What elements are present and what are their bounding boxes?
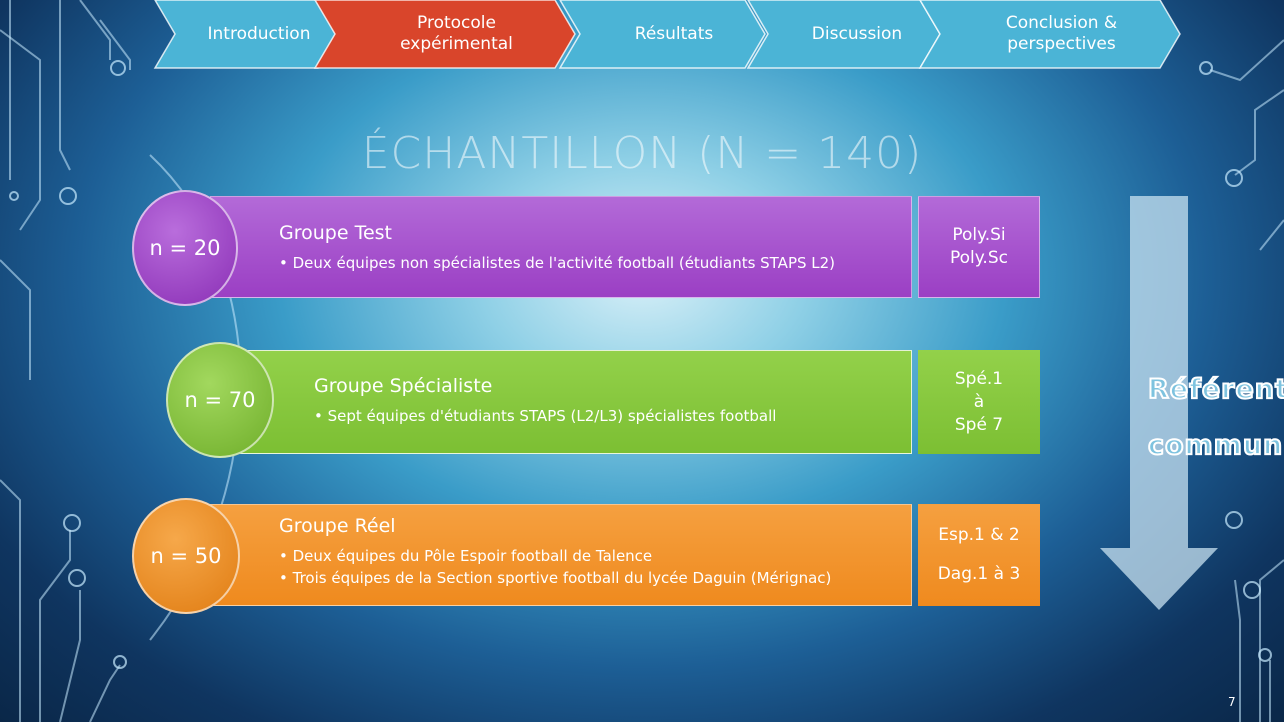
badge-line: à [973,391,985,412]
nav-label: Résultats [634,23,714,44]
nav-item-introduction[interactable]: Introduction [175,0,325,68]
group-bar-specialiste: Groupe Spécialiste Sept équipes d'étudia… [240,350,912,454]
badge-line: Spé.1 [954,368,1004,389]
group-item: Sept équipes d'étudiants STAPS (L2/L3) s… [314,405,777,427]
nav-label-line2: perspectives [1007,34,1116,54]
reference-line2: commun [1147,429,1284,462]
group-badge-specialiste: Spé.1 à Spé 7 [918,350,1040,454]
nav-label: Discussion [811,23,903,44]
group-bar-reel: Groupe Réel Deux équipes du Pôle Espoir … [210,504,912,606]
nav-shape-protocole [313,0,576,69]
group-badge-reel: Esp.1 & 2 Dag.1 à 3 [918,504,1040,606]
group-count-specialiste: n = 70 [166,342,274,458]
nav-label-line2: expérimental [400,34,513,54]
nav-item-discussion[interactable]: Discussion [768,0,928,68]
nav-label-line1: Protocole [417,13,496,33]
reference-label: Référentiel commun [1147,362,1284,474]
group-count-test: n = 20 [132,190,238,306]
nav-label-line1: Conclusion & [1005,13,1118,33]
group-name: Groupe Test [279,222,392,244]
group-count-reel: n = 50 [132,498,240,614]
nav-item-conclusion[interactable]: Conclusion &perspectives [940,0,1165,68]
badge-line: Dag.1 à 3 [937,564,1021,584]
group-badge-test: Poly.Si Poly.Sc [918,196,1040,298]
group-name: Groupe Réel [279,515,396,537]
nav-shape-resultats [558,0,766,69]
badge-line: Spé 7 [954,414,1004,435]
badge-line: Poly.Sc [950,248,1008,268]
reference-line1: Référentiel [1147,373,1284,406]
nav-label: Introduction [207,23,311,44]
nav-item-resultats[interactable]: Résultats [580,0,750,68]
nav-chevrons [153,0,1181,69]
group-name: Groupe Spécialiste [314,375,493,397]
slide-title: ÉCHANTILLON (N = 140) [361,128,923,179]
group-item: Deux équipes non spécialistes de l'activ… [279,252,835,274]
badge-line: Esp.1 & 2 [938,525,1020,545]
group-bar-test: Groupe Test Deux équipes non spécialiste… [210,196,912,298]
group-item: Trois équipes de la Section sportive foo… [279,567,832,589]
page-number: 7 [1228,695,1236,709]
badge-line: Poly.Si [952,225,1006,245]
group-item: Deux équipes du Pôle Espoir football de … [279,545,831,567]
nav-shape-conclusion [918,0,1181,69]
